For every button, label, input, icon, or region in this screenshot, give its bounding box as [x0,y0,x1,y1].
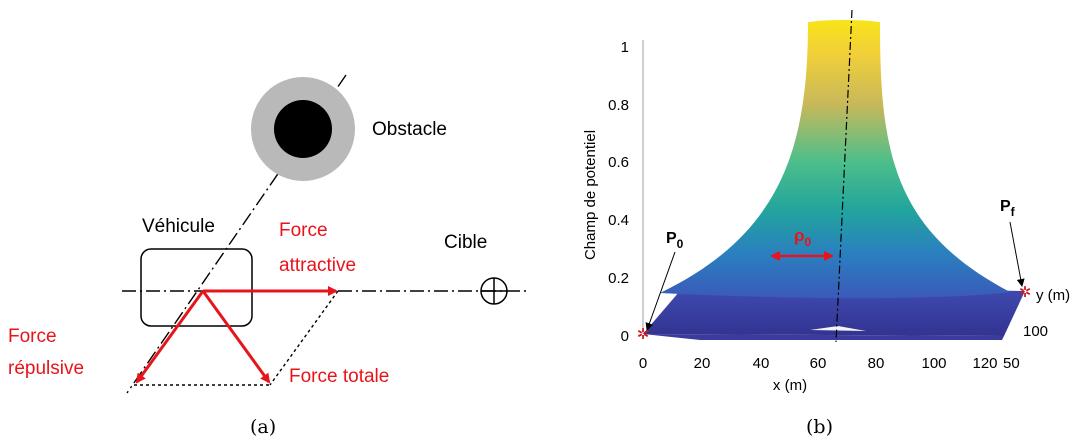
pf-pointer [1009,221,1025,287]
total-force-arrow [201,290,271,384]
surface-peak-top [808,20,880,26]
z-tick-label: 0.8 [608,97,629,114]
z-tick-label: 0.4 [608,212,629,229]
obstacle-core [274,100,332,158]
p0-pointer [645,251,676,331]
surface-base [643,285,1025,336]
panel-b: 0 0.2 0.4 0.6 0.8 1 Champ de potentiel 0… [582,9,1070,438]
z-tick-label: 0 [621,328,629,345]
rho0-label: ρ0 [794,226,812,249]
x-tick-label: 0 [639,355,647,372]
repulsive-force-arrow [135,290,205,384]
x-axis-label: x (m) [773,377,807,394]
attractive-label-line1: Force [279,220,328,241]
x-tick-label: 80 [868,355,885,372]
attractive-label-line2: attractive [279,255,356,276]
p0-label: P0 [666,230,684,251]
vehicle-label: Véhicule [142,216,215,237]
z-axis-label: Champ de potentiel [582,130,599,260]
x-tick-label: 20 [694,355,711,372]
y-tick-label: 100 [1023,323,1048,340]
vehicle-body [140,248,253,327]
parallelogram-right [269,290,339,386]
panel-a: Obstacle Véhicule Cible Force attractive… [8,74,530,438]
peak-axis-line [835,9,853,343]
z-tick-label: 1 [621,39,629,56]
obstacle-label: Obstacle [372,119,447,140]
surface-base-front [643,334,1004,340]
z-tick-label: 0.2 [608,270,629,287]
pf-label: Pf [1000,198,1016,219]
repulsive-label-line1: Force [8,326,57,347]
y-tick-labels: 50 100 [1003,323,1048,372]
p0-marker: ✲ [637,326,650,343]
y-tick-label: 50 [1003,355,1020,372]
x-tick-labels: 0 20 40 60 80 100 120 [639,355,998,372]
y-axis-label: y (m) [1036,287,1070,304]
x-tick-label: 40 [753,355,770,372]
total-force-label: Force totale [289,366,389,387]
target-label: Cible [444,232,487,253]
x-tick-label: 60 [810,355,827,372]
z-tick-labels: 0 0.2 0.4 0.6 0.8 1 [608,39,629,345]
caption-a: (a) [250,416,276,438]
pf-marker: ✲ [1019,284,1032,301]
surface-dip [810,326,866,331]
rho0-arrow-left-head [770,251,780,261]
surface-peak [660,22,1010,299]
caption-b: (b) [806,416,833,438]
x-tick-label: 120 [972,355,997,372]
z-tick-label: 0.6 [608,154,629,171]
obstacle-axis-line [126,74,347,394]
x-tick-label: 100 [921,355,946,372]
repulsive-label-line2: répulsive [8,358,84,379]
